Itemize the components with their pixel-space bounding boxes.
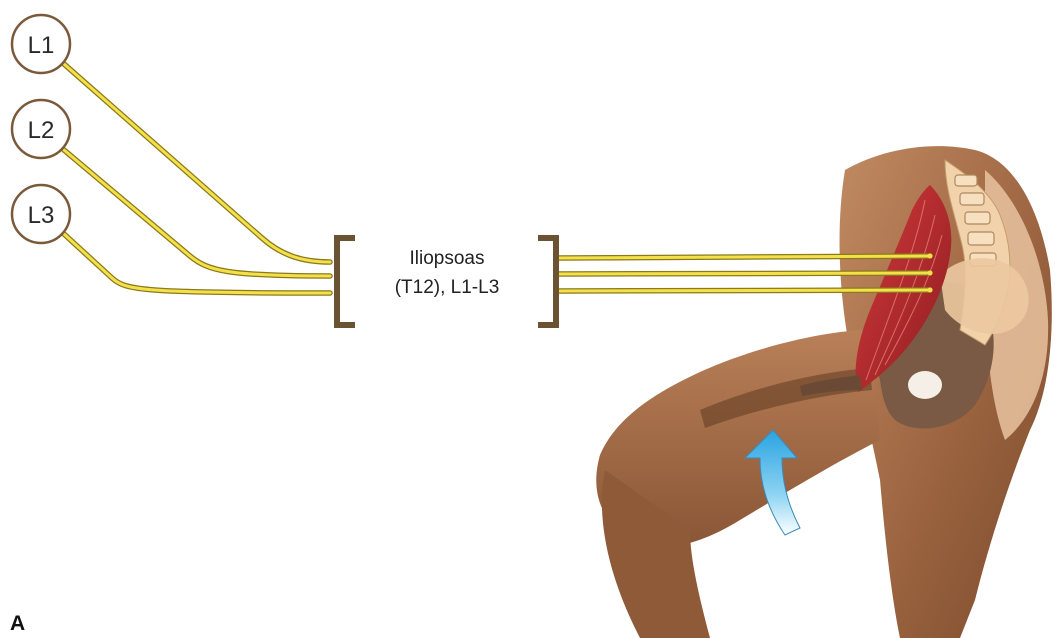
nerve-l1 — [64, 64, 330, 262]
root-l2-label: L2 — [28, 117, 55, 144]
root-l1: L1 — [12, 15, 70, 73]
nerve-out-2-core — [558, 273, 930, 274]
body-illustration — [560, 100, 1055, 638]
muscle-segments: (T12), L1-L3 — [395, 277, 500, 298]
nerve-endpoint-1 — [928, 254, 933, 259]
root-l3: L3 — [12, 185, 70, 243]
root-l1-label: L1 — [28, 32, 55, 59]
right-bracket — [538, 238, 556, 325]
nerve-endpoint-2 — [928, 271, 933, 276]
root-l2: L2 — [12, 100, 70, 158]
nerve-endpoint-3 — [928, 288, 933, 293]
nerve-out-3-core — [558, 290, 930, 291]
nerve-out-1-core — [558, 256, 930, 258]
muscle-label-group: Iliopsoas (T12), L1-L3 — [337, 238, 556, 325]
nerve-l1-core — [64, 64, 330, 262]
muscle-name: Iliopsoas — [410, 248, 485, 269]
root-l3-label: L3 — [28, 202, 55, 229]
left-bracket — [337, 238, 355, 325]
panel-label: A — [10, 612, 25, 635]
